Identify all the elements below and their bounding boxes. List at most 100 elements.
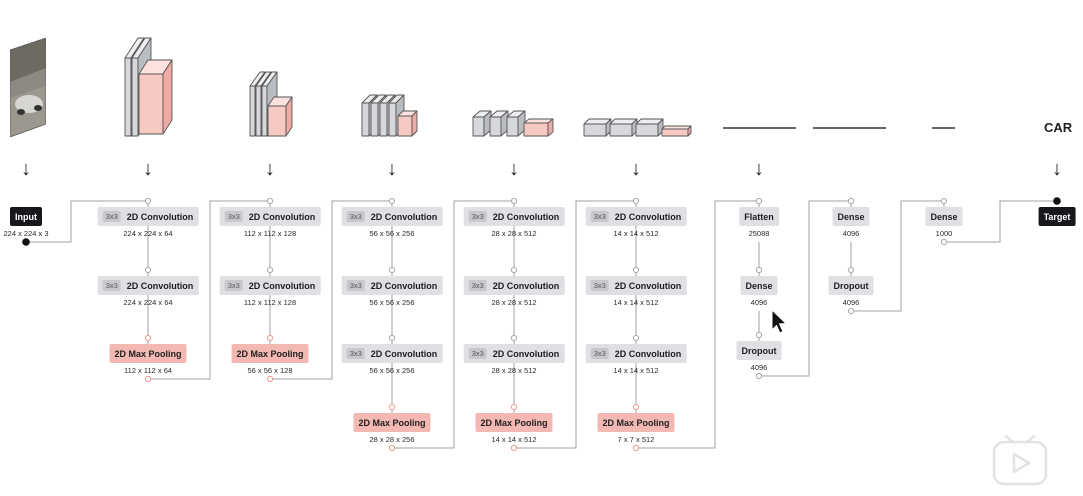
maxpool-node-dim: 56 x 56 x 128 bbox=[247, 366, 293, 375]
conv-node-label: 2D Convolution bbox=[370, 280, 438, 291]
maxpool-node-label: 2D Max Pooling bbox=[358, 417, 426, 428]
pooled-feature-map bbox=[661, 125, 692, 137]
conv-node-dim: 28 x 28 x 512 bbox=[491, 366, 537, 375]
down-arrow-icon: ↓ bbox=[143, 158, 153, 180]
connector-wire bbox=[759, 200, 851, 377]
kernel-size-badge: 3x3 bbox=[468, 280, 487, 291]
connector-port bbox=[847, 307, 855, 315]
connector-port bbox=[847, 197, 855, 205]
flatten-node-dim: 25088 bbox=[748, 229, 770, 238]
conv-node-dim: 28 x 28 x 512 bbox=[491, 229, 537, 238]
kernel-size-badge: 3x3 bbox=[468, 348, 487, 359]
dropout-node-label: Dropout bbox=[741, 345, 777, 356]
input-car-image bbox=[10, 38, 46, 137]
conv-node-label: 2D Convolution bbox=[492, 280, 560, 291]
dense-node-dim: 1000 bbox=[935, 229, 953, 238]
maxpool-node-dim: 7 x 7 x 512 bbox=[617, 435, 655, 444]
conv-node-label: 2D Convolution bbox=[492, 348, 560, 359]
pooled-feature-map bbox=[397, 110, 418, 137]
conv-node-dim: 14 x 14 x 512 bbox=[613, 366, 659, 375]
input-port bbox=[22, 238, 30, 246]
down-arrow-icon: ↓ bbox=[1052, 158, 1062, 180]
conv-node: 3x3 2D Convolution bbox=[341, 207, 443, 226]
dropout-node: Dropout bbox=[736, 341, 782, 360]
connector-port bbox=[388, 197, 396, 205]
feature-map-stack bbox=[506, 110, 526, 137]
connector-port bbox=[266, 334, 274, 342]
pooled-feature-map bbox=[138, 59, 173, 135]
connector-port bbox=[388, 444, 396, 452]
connector-port bbox=[144, 334, 152, 342]
target-node: Target bbox=[1038, 207, 1076, 226]
conv-node: 3x3 2D Convolution bbox=[219, 207, 321, 226]
kernel-size-badge: 3x3 bbox=[224, 280, 243, 291]
connector-port bbox=[388, 334, 396, 342]
conv-node-label: 2D Convolution bbox=[370, 211, 438, 222]
play-icon bbox=[992, 434, 1048, 486]
down-arrow-icon: ↓ bbox=[509, 158, 519, 180]
connector-port bbox=[388, 266, 396, 274]
connector-port bbox=[510, 197, 518, 205]
kernel-size-badge: 3x3 bbox=[346, 211, 365, 222]
kernel-size-badge: 3x3 bbox=[102, 280, 121, 291]
connector-port bbox=[144, 375, 152, 383]
conv-node-label: 2D Convolution bbox=[614, 348, 682, 359]
dense-node-dim: 4096 bbox=[842, 229, 860, 238]
conv-node-label: 2D Convolution bbox=[126, 211, 194, 222]
down-arrow-icon: ↓ bbox=[631, 158, 641, 180]
feature-map-stack bbox=[489, 110, 509, 137]
conv-node-dim: 14 x 14 x 512 bbox=[613, 229, 659, 238]
kernel-size-badge: 3x3 bbox=[224, 211, 243, 222]
maxpool-node: 2D Max Pooling bbox=[597, 413, 675, 432]
connector-port bbox=[266, 266, 274, 274]
maxpool-node-label: 2D Max Pooling bbox=[480, 417, 548, 428]
connector-port bbox=[632, 403, 640, 411]
connector-wire bbox=[851, 200, 944, 312]
kernel-size-badge: 3x3 bbox=[590, 348, 609, 359]
maxpool-node-label: 2D Max Pooling bbox=[114, 348, 182, 359]
kernel-size-badge: 3x3 bbox=[468, 211, 487, 222]
connector-port bbox=[144, 266, 152, 274]
connector-wire bbox=[514, 200, 636, 449]
maxpool-node: 2D Max Pooling bbox=[475, 413, 553, 432]
down-arrow-icon: ↓ bbox=[21, 158, 31, 180]
connector-port bbox=[755, 197, 763, 205]
conv-node-dim: 56 x 56 x 256 bbox=[369, 229, 415, 238]
kernel-size-badge: 3x3 bbox=[346, 348, 365, 359]
pooled-feature-map bbox=[523, 118, 554, 137]
connector-port bbox=[755, 266, 763, 274]
input-dim: 224 x 224 x 3 bbox=[3, 229, 49, 238]
down-arrow-icon: ↓ bbox=[754, 158, 764, 180]
connector-port bbox=[266, 375, 274, 383]
dropout-node: Dropout bbox=[828, 276, 874, 295]
feature-map-stack bbox=[583, 118, 612, 137]
connector-wire bbox=[944, 200, 1057, 243]
conv-node-dim: 56 x 56 x 256 bbox=[369, 366, 415, 375]
flatten-node-label: Flatten bbox=[744, 211, 774, 222]
connector-port bbox=[940, 197, 948, 205]
connector-wire bbox=[26, 200, 148, 243]
conv-node-dim: 14 x 14 x 512 bbox=[613, 298, 659, 307]
connector-port bbox=[940, 238, 948, 246]
output-class-label: CAR bbox=[1044, 120, 1073, 135]
conv-node-dim: 224 x 224 x 64 bbox=[123, 298, 173, 307]
connector-port bbox=[144, 197, 152, 205]
connector-port bbox=[510, 444, 518, 452]
conv-node-label: 2D Convolution bbox=[248, 211, 316, 222]
dropout-node-label: Dropout bbox=[833, 280, 869, 291]
connector-port bbox=[755, 331, 763, 339]
target-port bbox=[1053, 197, 1061, 205]
connector-wire bbox=[270, 200, 392, 380]
connector-port bbox=[847, 266, 855, 274]
connector-port bbox=[632, 197, 640, 205]
connector-port bbox=[632, 266, 640, 274]
conv-node-dim: 224 x 224 x 64 bbox=[123, 229, 173, 238]
maxpool-node: 2D Max Pooling bbox=[353, 413, 431, 432]
conv-node-dim: 112 x 112 x 128 bbox=[243, 229, 297, 238]
dense-node-dim: 4096 bbox=[750, 298, 768, 307]
kernel-size-badge: 3x3 bbox=[102, 211, 121, 222]
connector-port bbox=[266, 197, 274, 205]
